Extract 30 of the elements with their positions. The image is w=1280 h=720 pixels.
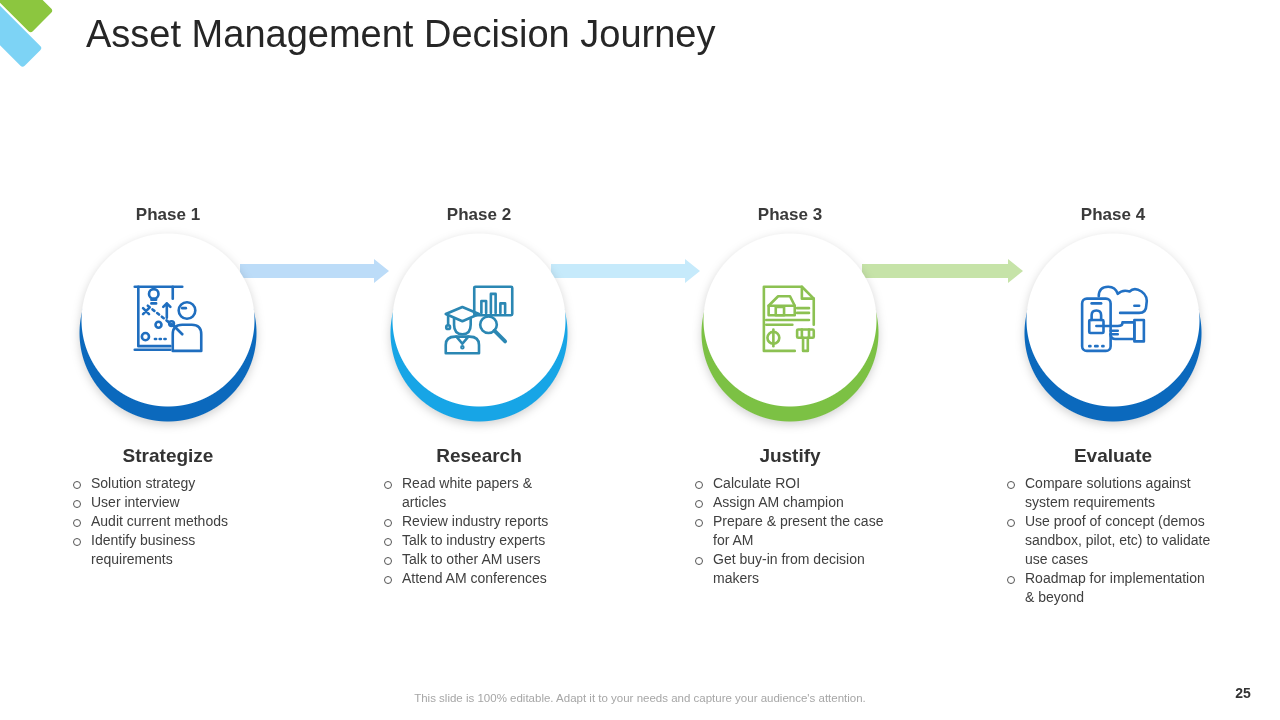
phase-label: Phase 1 [135, 205, 201, 225]
arrow [862, 259, 1023, 283]
bullet-text: Use proof of concept (demos sandbox, pilot, etc) to validate use cases [1025, 512, 1212, 569]
phase-label: Phase 2 [446, 205, 512, 225]
phase-name: Strategize [121, 445, 215, 467]
bullet-text: User interview [91, 493, 180, 512]
bullet-text: Audit current methods [91, 512, 228, 531]
bullet-text: Review industry reports [402, 512, 549, 531]
bullet-text: Read white papers & articles [402, 474, 533, 512]
bullet-text: Identify business requirements [91, 531, 197, 569]
bullet-text: Solution strategy [91, 474, 196, 493]
bullet-text: Talk to other AM users [402, 550, 541, 569]
phase-label: Phase 3 [757, 205, 823, 225]
phase-label: Phase 4 [1080, 205, 1146, 225]
bullet-text: Attend AM conferences [402, 569, 547, 588]
bullet-text: Get buy-in from decision makers [713, 550, 866, 588]
slide-title: Asset Management Decision Journey [86, 13, 716, 57]
bullet-text: Talk to industry experts [402, 531, 546, 550]
bullet-text: Prepare & present the case for AM [713, 512, 885, 550]
phase-name: Justify [758, 445, 822, 467]
bullet-text: Roadmap for implementation & beyond [1025, 569, 1206, 607]
phase-name: Research [435, 445, 523, 467]
bullet-text: Assign AM champion [713, 493, 844, 512]
bullet-text: Calculate ROI [713, 474, 801, 493]
arrow [551, 259, 700, 283]
bullet-text: Compare solutions against system requirements [1025, 474, 1192, 512]
footer-note: This slide is 100% editable. Adapt it to your needs and capture your audience's attention. [414, 691, 866, 706]
page-number: 25 [1234, 684, 1252, 702]
phase-name: Evaluate [1072, 445, 1154, 467]
arrow [240, 259, 389, 283]
